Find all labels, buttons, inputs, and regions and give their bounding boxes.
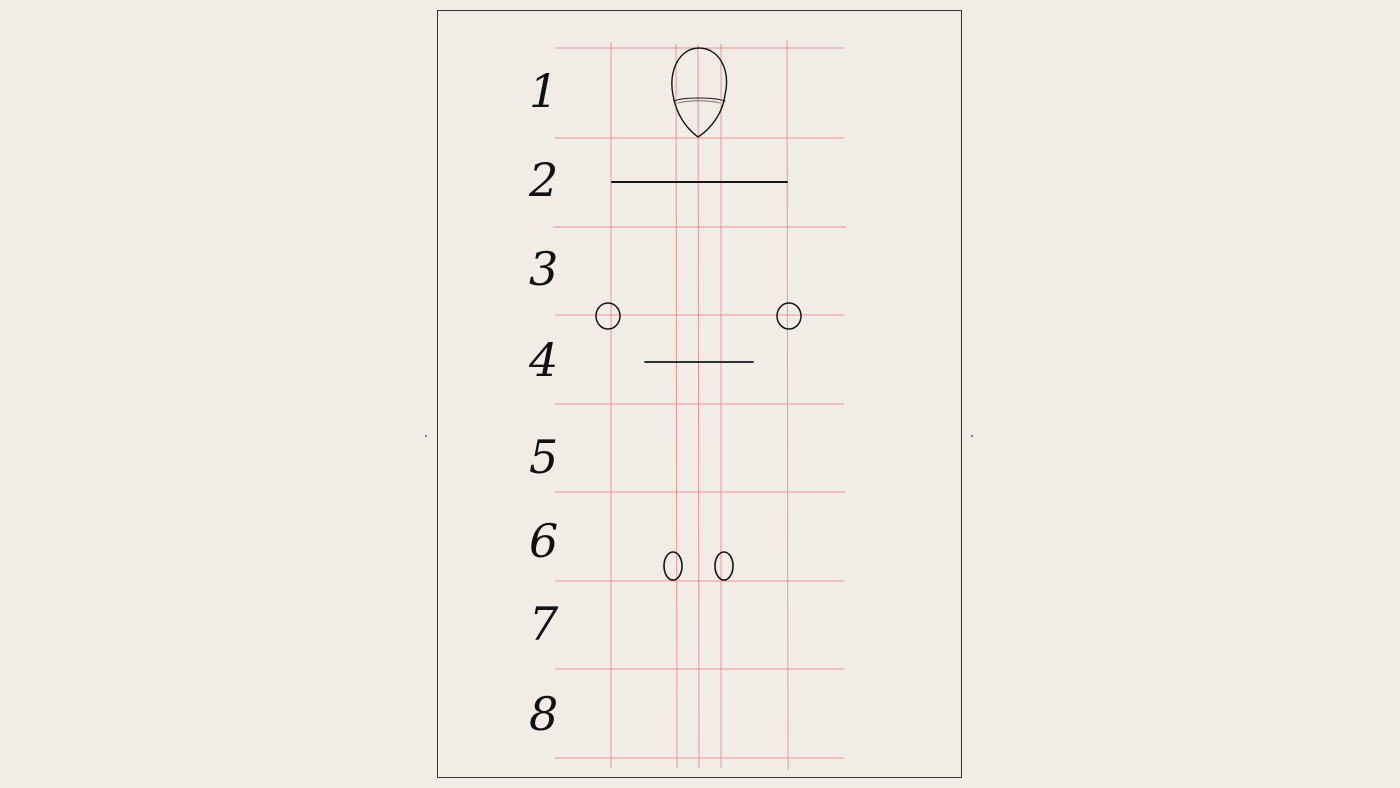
right-elbow-circle	[776, 302, 802, 330]
head-eye-line	[677, 100, 721, 104]
row-number-4: 4	[528, 333, 558, 387]
row-number-3: 3	[529, 242, 558, 296]
paper-sheet	[437, 10, 962, 778]
row-number-7: 7	[529, 597, 559, 651]
vertical-grid-lines	[610, 39, 789, 771]
grid-line-v-4	[786, 39, 789, 771]
horizontal-grid-lines	[553, 47, 846, 759]
head-sketch	[671, 47, 728, 138]
row-number-2: 2	[528, 153, 558, 207]
row-number-labels: 1 2 3 4 5 6 7 8	[528, 64, 559, 741]
row-number-1: 1	[529, 64, 558, 118]
grid-line-v-2	[697, 43, 700, 769]
row-number-6: 6	[529, 514, 558, 568]
margin-dot-left	[425, 435, 427, 437]
margin-dot-right	[971, 435, 973, 437]
right-knee-oval	[714, 551, 734, 581]
row-number-5: 5	[529, 430, 558, 484]
grid-line-v-1	[675, 43, 678, 769]
row-number-8: 8	[529, 687, 558, 741]
left-elbow-circle	[595, 302, 621, 330]
head-outline	[671, 47, 728, 138]
left-knee-oval	[663, 551, 683, 581]
head-brow-line	[673, 97, 726, 102]
